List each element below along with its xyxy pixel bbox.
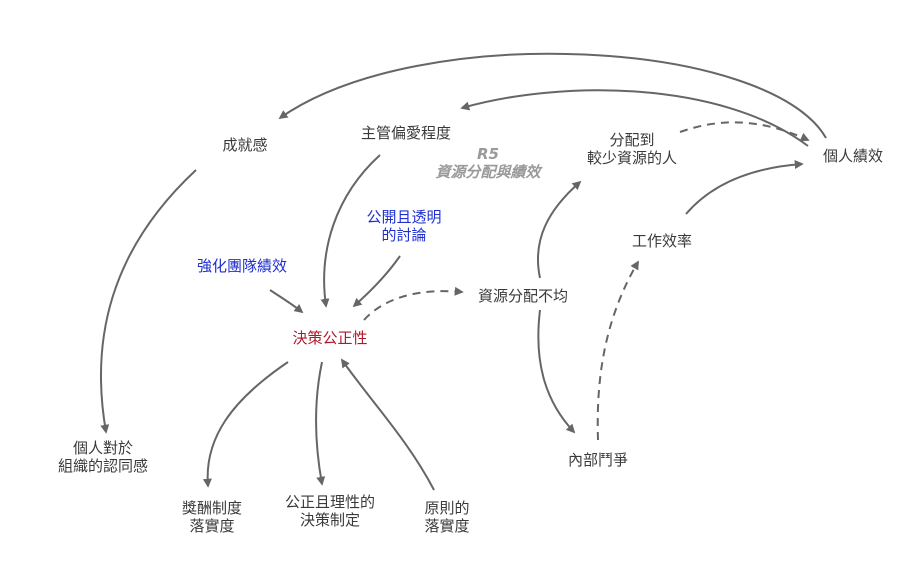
node-open-discussion-line-2: 的討論 [381, 226, 427, 244]
node-reward-system-line-2: 落實度 [189, 517, 235, 535]
node-personal-performance: 個人績效 [823, 147, 883, 165]
node-reward-system: 獎酬制度 落實度 [182, 499, 242, 535]
node-rational-decision: 公正且理性的 決策制定 [285, 493, 375, 529]
link-team-performance-to-fairness [269, 289, 304, 314]
link-principle-to-fairness [340, 358, 435, 491]
node-decision-fairness-label: 決策公正性 [292, 329, 368, 347]
node-personal-performance-label: 個人績效 [822, 147, 884, 165]
node-identity-line-1: 個人對於 [72, 439, 134, 457]
link-uneven-to-fewer-resources [536, 180, 582, 279]
node-team-performance: 強化團隊績效 [197, 257, 287, 275]
node-uneven-allocation-label: 資源分配不均 [477, 287, 569, 305]
node-rational-decision-line-2: 決策制定 [299, 511, 361, 529]
node-fewer-resources: 分配到 較少資源的人 [587, 131, 677, 167]
link-supervisor-bias-to-fairness [320, 154, 381, 308]
link-open-discussion-to-fairness [352, 255, 401, 308]
link-fairness-to-reward-system [202, 361, 289, 488]
node-principle-line-2: 落實度 [424, 517, 470, 535]
node-achievement-label: 成就感 [222, 136, 268, 154]
link-fairness-to-uneven-allocation [363, 286, 464, 321]
node-internal-conflict: 內部鬥爭 [568, 451, 628, 469]
link-performance-to-supervisor-bias [460, 89, 809, 147]
node-fewer-resources-line-2: 較少資源的人 [586, 149, 678, 167]
node-principle-line-1: 原則的 [424, 499, 470, 517]
node-open-discussion: 公開且透明 的討論 [366, 208, 441, 244]
loop-r5-label: R5 資源分配與績效 [435, 145, 540, 181]
node-reward-system-line-1: 獎酬制度 [181, 499, 243, 517]
link-uneven-to-internal-conflict [537, 309, 576, 434]
node-identity-line-2: 組織的認同感 [57, 457, 149, 475]
link-fewer-resources-to-performance [679, 121, 810, 142]
node-team-performance-label: 強化團隊績效 [196, 257, 288, 275]
node-supervisor-bias-label: 主管偏愛程度 [360, 124, 452, 142]
link-fairness-to-rational-decision [315, 361, 326, 486]
node-decision-fairness: 決策公正性 [292, 329, 367, 347]
node-uneven-allocation: 資源分配不均 [478, 287, 568, 305]
node-work-efficiency-label: 工作效率 [631, 232, 693, 250]
link-performance-to-achievement [278, 52, 827, 139]
node-fewer-resources-line-1: 分配到 [609, 131, 655, 149]
link-achievement-to-identity [99, 169, 197, 434]
node-principle: 原則的 落實度 [424, 499, 469, 535]
link-internal-conflict-to-efficiency [596, 260, 639, 441]
node-identity: 個人對於 組織的認同感 [58, 439, 148, 475]
loop-r5-id: R5 [476, 145, 499, 163]
node-internal-conflict-label: 內部鬥爭 [567, 451, 629, 469]
node-work-efficiency: 工作效率 [632, 232, 692, 250]
link-efficiency-to-performance [685, 160, 804, 215]
node-open-discussion-line-1: 公開且透明 [366, 208, 442, 226]
node-achievement: 成就感 [222, 136, 267, 154]
loop-r5-name: 資源分配與績效 [435, 163, 541, 181]
node-supervisor-bias: 主管偏愛程度 [361, 124, 451, 142]
node-rational-decision-line-1: 公正且理性的 [284, 493, 376, 511]
